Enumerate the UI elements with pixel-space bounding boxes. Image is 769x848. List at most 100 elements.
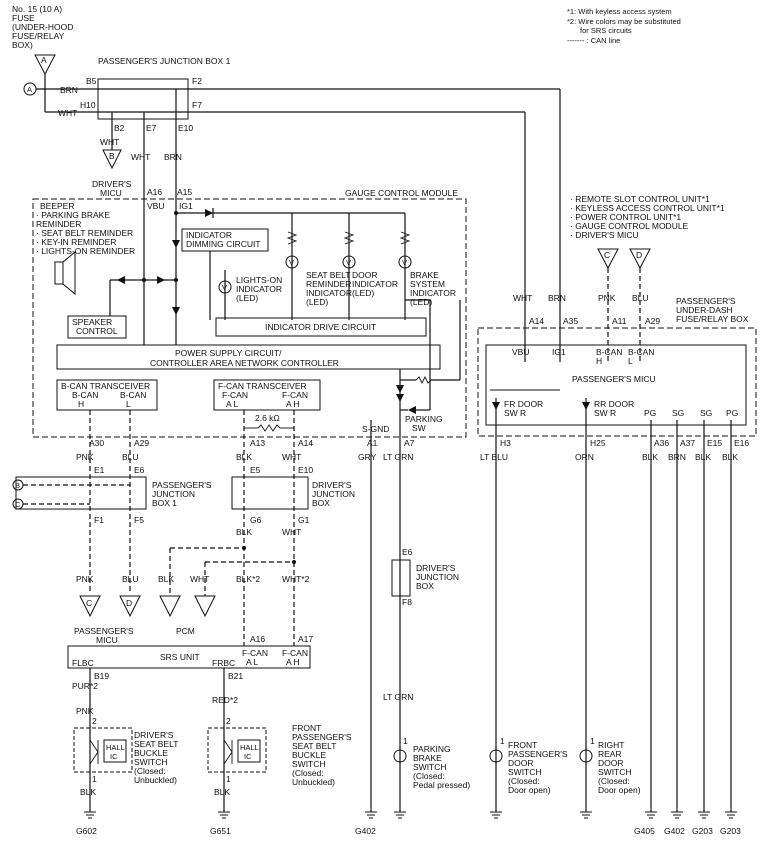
svg-text:A35: A35 [563, 316, 578, 326]
indicator-drive-circuit [215, 317, 427, 337]
svg-text:E7: E7 [146, 123, 157, 133]
svg-text:(Closed:: (Closed: [413, 771, 445, 781]
svg-text:· SEAT BELT REMINDER: · SEAT BELT REMINDER [36, 228, 133, 238]
svg-text:RR DOOR: RR DOOR [594, 399, 634, 409]
svg-text:G402: G402 [355, 826, 376, 836]
f-can-transceiver [213, 379, 321, 411]
svg-text:FLBC: FLBC [72, 658, 94, 668]
svg-text:2: 2 [226, 716, 231, 726]
svg-text:SWITCH: SWITCH [508, 767, 542, 777]
drivers-buckle-switch: 2 HALL IC 1 DRIVER'S SEAT BELT BUCKLE SW… [73, 716, 178, 785]
svg-text:A30: A30 [89, 438, 104, 448]
svg-text:F-CAN: F-CAN [242, 648, 268, 658]
svg-text:L: L [628, 356, 633, 366]
indicator-dimming-circuit [181, 228, 269, 252]
svg-text:F-CAN: F-CAN [282, 390, 308, 400]
svg-text:IC: IC [110, 752, 118, 761]
svg-text:· POWER CONTROL UNIT*1: · POWER CONTROL UNIT*1 [570, 212, 681, 222]
svg-text:GAUGE CONTROL MODULE: GAUGE CONTROL MODULE [345, 188, 458, 198]
svg-text:G651: G651 [210, 826, 231, 836]
svg-text:G602: G602 [76, 826, 97, 836]
power-supply-circuit [56, 344, 441, 370]
svg-text:B-CAN: B-CAN [628, 347, 654, 357]
svg-text:WHT: WHT [58, 108, 77, 118]
svg-text:B-CAN: B-CAN [596, 347, 622, 357]
svg-text:H: H [78, 399, 84, 409]
svg-text:BOX): BOX) [12, 40, 33, 50]
svg-text:E10: E10 [178, 123, 193, 133]
right-rear-door-switch: 1 RIGHT REAR DOOR SWITCH (Closed: Door o… [579, 736, 641, 795]
svg-text:BLK: BLK [695, 452, 711, 462]
svg-text:PASSENGER'S: PASSENGER'S [292, 732, 352, 742]
svg-text:DRIVER'S: DRIVER'S [416, 563, 456, 573]
svg-text:SWITCH: SWITCH [292, 759, 326, 769]
door-led-icon [342, 255, 356, 269]
svg-text:PUR*2: PUR*2 [72, 681, 98, 691]
svg-text:A14: A14 [529, 316, 544, 326]
svg-text:JUNCTION: JUNCTION [152, 489, 195, 499]
svg-text:H3: H3 [500, 438, 511, 448]
svg-text:B-CAN: B-CAN [120, 390, 146, 400]
passenger-junction-box-1-top: PASSENGER'S JUNCTION BOX 1 B5 F2 H10 F7 … [80, 56, 231, 133]
svg-text:V: V [222, 283, 227, 292]
svg-text:B2: B2 [114, 123, 125, 133]
svg-text:A16: A16 [147, 187, 162, 197]
svg-text:E6: E6 [134, 465, 145, 475]
svg-text:BUCKLE: BUCKLE [134, 748, 168, 758]
svg-text:LT BLU: LT BLU [480, 452, 508, 462]
svg-text:BLK: BLK [236, 527, 252, 537]
svg-text:BOX: BOX [416, 581, 434, 591]
svg-text:BLK: BLK [722, 452, 738, 462]
svg-text:C: C [604, 250, 610, 260]
svg-text:G402: G402 [664, 826, 685, 836]
svg-text:MICU: MICU [100, 188, 122, 198]
svg-text:H25: H25 [590, 438, 606, 448]
svg-text:A14: A14 [298, 438, 313, 448]
svg-text:B19: B19 [94, 671, 109, 681]
svg-text:V: V [289, 258, 294, 267]
svg-text:PG: PG [644, 408, 656, 418]
svg-text:PASSENGER'S: PASSENGER'S [74, 626, 134, 636]
svg-text:Door open): Door open) [598, 785, 641, 795]
svg-text:F5: F5 [134, 515, 144, 525]
svg-text:HALL: HALL [240, 743, 259, 752]
svg-text:IG1: IG1 [552, 347, 566, 357]
svg-text:SEAT BELT: SEAT BELT [306, 270, 350, 280]
svg-text:SPEAKER: SPEAKER [72, 317, 112, 327]
svg-text:WHT: WHT [190, 574, 209, 584]
svg-text:PARKING: PARKING [405, 414, 443, 424]
svg-text:UNDER-DASH: UNDER-DASH [676, 305, 733, 315]
svg-text:A13: A13 [250, 438, 265, 448]
svg-text:PNK: PNK [598, 293, 616, 303]
svg-text:(LED): (LED) [410, 297, 432, 307]
svg-text:BRAKE: BRAKE [410, 270, 439, 280]
svg-text:SG: SG [672, 408, 684, 418]
svg-text:LIGHTS-ON: LIGHTS-ON [236, 275, 282, 285]
svg-text:E16: E16 [734, 438, 749, 448]
svg-text:V: V [346, 258, 351, 267]
svg-text:(Closed:: (Closed: [508, 776, 540, 786]
svg-text:CONTROLLER AREA NETWORK CONTRO: CONTROLLER AREA NETWORK CONTROLLER [150, 358, 339, 368]
svg-text:BLU: BLU [122, 574, 139, 584]
svg-text:INDICATOR DRIVE CIRCUIT: INDICATOR DRIVE CIRCUIT [265, 322, 376, 332]
svg-text:POWER SUPPLY CIRCUIT/: POWER SUPPLY CIRCUIT/ [175, 348, 282, 358]
svg-text:SWITCH: SWITCH [134, 757, 168, 767]
svg-text:H: H [596, 356, 602, 366]
svg-text:DOOR: DOOR [352, 270, 378, 280]
connector-c-right [597, 248, 619, 270]
svg-text:MICU: MICU [96, 635, 118, 645]
svg-text:SRS UNIT: SRS UNIT [160, 652, 200, 662]
svg-text:BLU: BLU [122, 452, 139, 462]
svg-text:· GAUGE CONTROL MODULE: · GAUGE CONTROL MODULE [570, 221, 689, 231]
svg-text:PNK: PNK [76, 706, 94, 716]
svg-text:BRN: BRN [548, 293, 566, 303]
svg-text:WHT: WHT [282, 527, 301, 537]
ground-symbols: G602 G651 G402 G405 G402 G203 G203 [76, 811, 741, 836]
svg-text:BRN: BRN [668, 452, 686, 462]
svg-text:VBU: VBU [147, 201, 164, 211]
svg-text:D: D [126, 598, 132, 608]
svg-text:Unbuckled): Unbuckled) [134, 775, 177, 785]
svg-text:F2: F2 [192, 76, 202, 86]
svg-text:LT GRN: LT GRN [383, 692, 413, 702]
svg-text:*2: Wire colors may be substit: *2: Wire colors may be substituted [567, 17, 681, 26]
